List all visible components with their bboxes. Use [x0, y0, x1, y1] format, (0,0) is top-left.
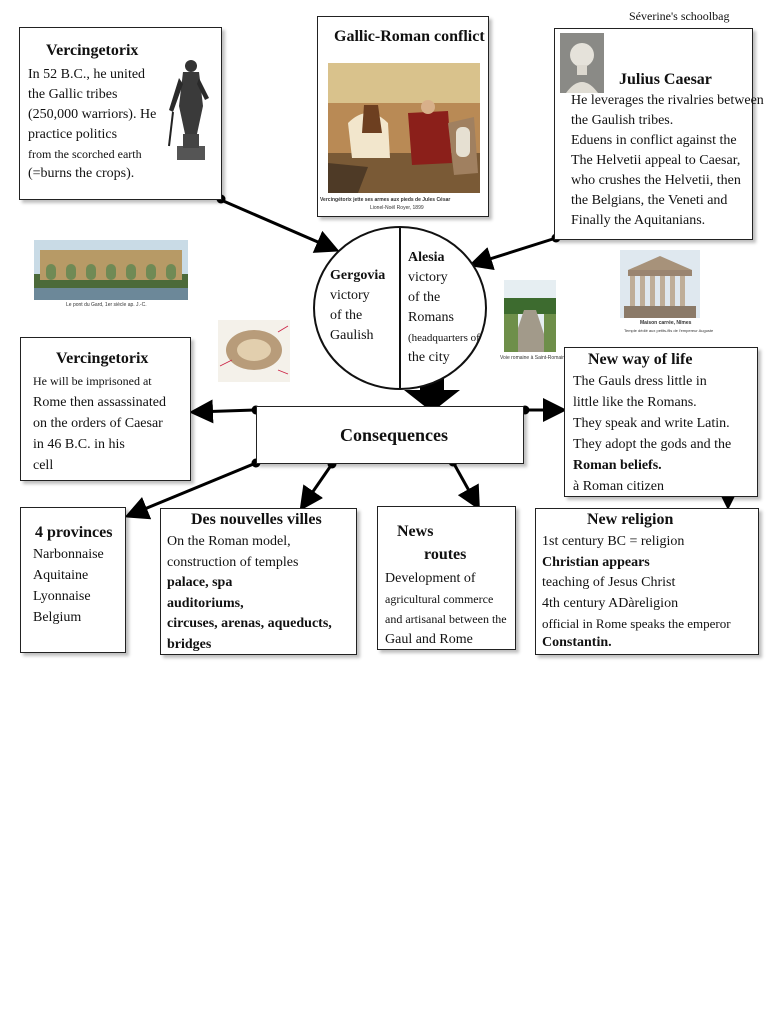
- surrender-painting-image: [328, 63, 480, 193]
- maison-carree-caption: Maison carrée, Nîmes: [640, 320, 691, 326]
- conflict-title: Gallic-Roman conflict: [334, 28, 485, 46]
- maison-carree-caption-detail: Temple dédié aux petits-fils de l'empere…: [624, 328, 713, 333]
- vercingetorix-statue-image: [165, 54, 215, 164]
- vercingetorix-fate-line: on the orders of Caesar: [33, 413, 166, 434]
- new-cities-line: construction of temples: [167, 553, 332, 574]
- caesar-line: He leverages the rivalries between: [571, 91, 764, 111]
- roman-arena-image: [218, 320, 290, 382]
- new-cities-bold-line: auditoriums,: [167, 594, 332, 615]
- alesia-small-line: (headquarters of: [408, 328, 480, 348]
- alesia-line: Romans: [408, 308, 480, 328]
- new-routes-title-second: routes: [424, 546, 466, 564]
- way-of-life-line: The Gauls dress little in: [573, 371, 731, 392]
- new-religion-title: New religion: [587, 511, 673, 529]
- consequences-title: Consequences: [340, 425, 448, 446]
- way-of-life-title: New way of life: [588, 351, 692, 369]
- new-routes-line: Gaul and Rome: [385, 629, 507, 650]
- gergovia-label: Gergovia victory of the Gaulish: [330, 266, 385, 346]
- way-of-life-line: They adopt the gods and the: [573, 434, 731, 455]
- conflict-box: Gallic-Roman conflict Vercingétorix jett…: [317, 16, 489, 217]
- new-routes-small-line: agricultural commerce: [385, 589, 507, 609]
- vercingetorix-intro-line: (=burns the crops).: [28, 164, 156, 184]
- new-religion-bold-line: Christian appears: [542, 553, 731, 574]
- caesar-line: Finally the Aquitanians.: [571, 211, 764, 231]
- gergovia-line: victory: [330, 286, 385, 306]
- way-of-life-line: little like the Romans.: [573, 392, 731, 413]
- new-routes-line: Development of: [385, 568, 507, 589]
- caesar-bust-image: [560, 33, 604, 93]
- new-cities-bold-line: palace, spa: [167, 573, 332, 594]
- alesia-line: the city: [408, 348, 480, 368]
- vercingetorix-fate-line: in 46 B.C. in his: [33, 434, 166, 455]
- painting-caption-author: Lionel-Noël Royer, 1899: [370, 205, 424, 211]
- province-item: Belgium: [33, 607, 104, 628]
- new-religion-box: New religion 1st century BC = religion C…: [535, 508, 759, 655]
- new-cities-bold-line: circuses, arenas, aqueducts,: [167, 614, 332, 635]
- caesar-line: the Belgians, the Veneti and: [571, 191, 764, 211]
- vercingetorix-fate-line: Rome then assassinated: [33, 392, 166, 413]
- vercingetorix-intro-line: the Gallic tribes: [28, 85, 156, 105]
- gergovia-title: Gergovia: [330, 266, 385, 286]
- vercingetorix-fate-line: He will be imprisoned at: [33, 371, 166, 392]
- vercingetorix-fate-line: cell: [33, 455, 166, 476]
- new-cities-line: On the Roman model,: [167, 532, 332, 553]
- new-cities-box: Des nouvelles villes On the Roman model,…: [160, 508, 357, 655]
- province-item: Lyonnaise: [33, 586, 104, 607]
- way-of-life-box: New way of life The Gauls dress little i…: [564, 347, 758, 497]
- vercingetorix-intro-line: In 52 B.C., he united: [28, 65, 156, 85]
- vercingetorix-intro-title: Vercingetorix: [46, 42, 138, 60]
- vercingetorix-intro-line: (250,000 warriors). He: [28, 105, 156, 125]
- provinces-title: 4 provinces: [35, 524, 112, 542]
- way-of-life-bold-line: Roman beliefs.: [573, 455, 731, 476]
- new-cities-title: Des nouvelles villes: [191, 511, 322, 529]
- pont-du-gard-caption: Le pont du Gard, 1er siècle ap. J.-C.: [66, 302, 147, 308]
- caesar-line: who crushes the Helvetii, then: [571, 171, 764, 191]
- province-item: Aquitaine: [33, 565, 104, 586]
- new-routes-small-line: and artisanal between the: [385, 609, 507, 629]
- new-routes-title: News: [397, 523, 433, 541]
- caesar-title: Julius Caesar: [619, 71, 712, 89]
- roman-road-image: [504, 280, 556, 352]
- provinces-box: 4 provinces Narbonnaise Aquitaine Lyonna…: [20, 507, 126, 653]
- alesia-label: Alesia victory of the Romans (headquarte…: [408, 248, 480, 368]
- new-religion-line: teaching of Jesus Christ: [542, 573, 731, 594]
- new-routes-box: News routes Development of agricultural …: [377, 506, 516, 650]
- new-religion-bold-line: Constantin.: [542, 633, 731, 654]
- caesar-line: The Helvetii appeal to Caesar,: [571, 151, 764, 171]
- new-cities-bold-line: bridges: [167, 635, 332, 656]
- new-religion-line: 1st century BC = religion: [542, 532, 731, 553]
- caesar-box: Julius Caesar He leverages the rivalries…: [554, 28, 753, 240]
- alesia-line: victory: [408, 268, 480, 288]
- gergovia-line: of the: [330, 306, 385, 326]
- vercingetorix-fate-title: Vercingetorix: [56, 350, 148, 368]
- province-item: Narbonnaise: [33, 544, 104, 565]
- vercingetorix-fate-box: Vercingetorix He will be imprisoned at R…: [20, 337, 191, 481]
- pont-du-gard-image: [34, 240, 188, 300]
- way-of-life-line: à Roman citizen: [573, 476, 731, 497]
- new-religion-line: official in Rome speaks the emperor: [542, 614, 731, 633]
- new-religion-line: 4th century ADàreligion: [542, 594, 731, 615]
- vercingetorix-intro-line: from the scorched earth: [28, 145, 156, 164]
- consequences-box: Consequences: [256, 406, 524, 464]
- way-of-life-line: They speak and write Latin.: [573, 413, 731, 434]
- caesar-line: the Gaulish tribes.: [571, 111, 764, 131]
- vercingetorix-intro-box: Vercingetorix In 52 B.C., he united the …: [19, 27, 222, 200]
- caesar-line: Eduens in conflict against the: [571, 131, 764, 151]
- maison-carree-image: [620, 250, 700, 318]
- gergovia-line: Gaulish: [330, 326, 385, 346]
- vercingetorix-intro-line: practice politics: [28, 125, 156, 145]
- alesia-line: of the: [408, 288, 480, 308]
- painting-caption: Vercingétorix jette ses armes aux pieds …: [320, 197, 450, 203]
- alesia-title: Alesia: [408, 248, 480, 268]
